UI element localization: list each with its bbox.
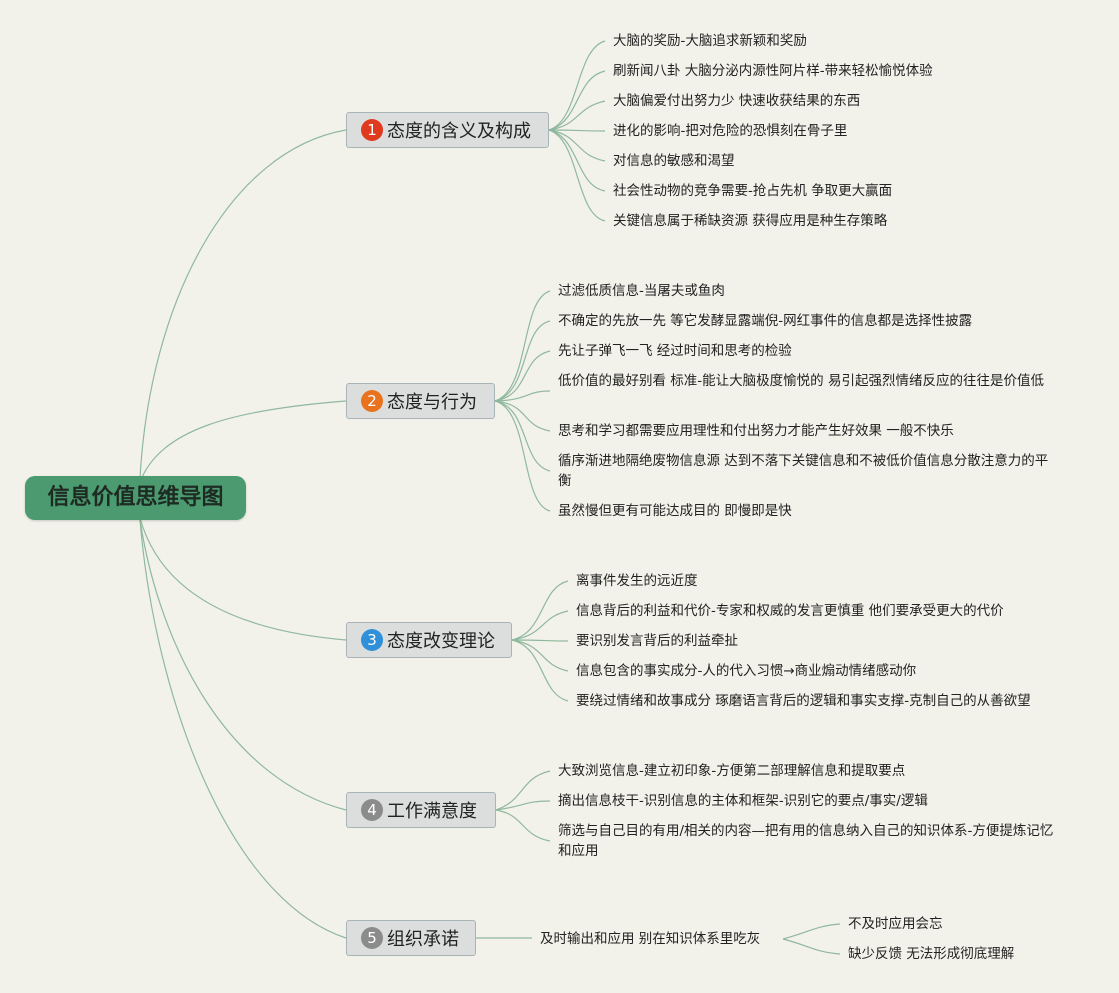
leaf-2-2[interactable]: 不确定的先放一先 等它发酵显露端倪-网红事件的信息都是选择性披露 xyxy=(558,313,973,329)
connector-root-branch-4 xyxy=(139,519,347,811)
connector-b2-leaf-7 xyxy=(494,400,551,512)
connector-b1-leaf-6 xyxy=(548,129,606,192)
subleaf-5-2[interactable]: 缺少反馈 无法形成彻底理解 xyxy=(848,946,1015,962)
connector-root-branch-5 xyxy=(139,519,347,939)
leaf-4-1[interactable]: 大致浏览信息-建立初印象-方便第二部理解信息和提取要点 xyxy=(558,763,906,779)
leaf-2-7[interactable]: 虽然慢但更有可能达成目的 即慢即是快 xyxy=(558,503,792,519)
branch-label: 态度与行为 xyxy=(387,392,477,413)
branch-label: 态度的含义及构成 xyxy=(387,121,531,142)
connector-b2-leaf-1 xyxy=(494,290,551,402)
connector-b1-leaf-3 xyxy=(548,100,606,131)
leaf-3-1[interactable]: 离事件发生的远近度 xyxy=(576,573,698,589)
connector-b1-leaf-5 xyxy=(548,129,606,162)
connector-b5-sub-2 xyxy=(782,938,841,955)
leaf-2-4[interactable]: 低价值的最好别看 标准-能让大脑极度愉悦的 易引起强烈情绪反应的往往是价值低 xyxy=(558,373,1044,389)
root-topic[interactable]: 信息价值思维导图 xyxy=(25,476,246,520)
connector-b2-leaf-6 xyxy=(494,400,551,472)
connector-b1-leaf-1 xyxy=(548,40,606,131)
branch-label: 组织承诺 xyxy=(387,929,459,950)
leaf-3-4[interactable]: 信息包含的事实成分-人的代入习惯→商业煽动情绪感动你 xyxy=(576,663,917,679)
connector-b1-leaf-2 xyxy=(548,70,606,131)
branch-1[interactable]: 1 态度的含义及构成 xyxy=(346,112,549,148)
branch-4[interactable]: 4 工作满意度 xyxy=(346,792,496,828)
branch-label: 工作满意度 xyxy=(387,801,477,822)
connector-b3-leaf-4 xyxy=(511,639,569,672)
leaf-1-5[interactable]: 对信息的敏感和渴望 xyxy=(613,153,735,169)
leaf-1-6[interactable]: 社会性动物的竞争需要-抢占先机 争取更大赢面 xyxy=(613,183,893,199)
connector-b1-leaf-7 xyxy=(548,129,606,222)
connector-b5-sub-1 xyxy=(782,923,841,940)
connector-b2-leaf-3 xyxy=(494,350,551,402)
number-badge: 3 xyxy=(361,629,383,651)
connector-b4-leaf-2 xyxy=(495,800,551,811)
connector-b2-leaf-5 xyxy=(494,400,551,432)
connector-root-branch-3 xyxy=(139,517,347,641)
leaf-3-5[interactable]: 要绕过情绪和故事成分 琢磨语言背后的逻辑和事实支撑-克制自己的从善欲望 xyxy=(576,693,1031,709)
leaf-3-2[interactable]: 信息背后的利益和代价-专家和权威的发言更慎重 他们要承受更大的代价 xyxy=(576,603,1004,619)
leaf-2-3[interactable]: 先让子弹飞一飞 经过时间和思考的检验 xyxy=(558,343,792,359)
connector-b2-leaf-2 xyxy=(494,320,551,402)
leaf-5-1[interactable]: 及时输出和应用 别在知识体系里吃灰 xyxy=(540,931,761,947)
leaf-3-3[interactable]: 要识别发言背后的利益牵扯 xyxy=(576,633,738,649)
leaf-2-6[interactable]: 循序渐进地隔绝废物信息源 达到不落下关键信息和不被低价值信息分散注意力的平衡 xyxy=(558,453,1049,489)
number-badge: 1 xyxy=(361,119,383,141)
leaf-4-2[interactable]: 摘出信息枝干-识别信息的主体和框架-识别它的要点/事实/逻辑 xyxy=(558,793,928,809)
leaf-1-7[interactable]: 关键信息属于稀缺资源 获得应用是种生存策略 xyxy=(613,213,888,229)
leaf-1-3[interactable]: 大脑偏爱付出努力少 快速收获结果的东西 xyxy=(613,93,861,109)
branch-5[interactable]: 5 组织承诺 xyxy=(346,920,476,956)
connector-b2-leaf-4 xyxy=(494,390,551,402)
leaf-2-1[interactable]: 过滤低质信息-当屠夫或鱼肉 xyxy=(558,283,725,299)
branch-3[interactable]: 3 态度改变理论 xyxy=(346,622,512,658)
leaf-1-4[interactable]: 进化的影响-把对危险的恐惧刻在骨子里 xyxy=(613,123,848,139)
connector-b3-leaf-1 xyxy=(511,580,569,641)
connector-b4-leaf-3 xyxy=(495,809,551,842)
connector-b4-leaf-1 xyxy=(495,770,551,811)
connector-root-branch-2 xyxy=(139,400,347,483)
connector-b3-leaf-2 xyxy=(511,610,569,641)
subleaf-5-1[interactable]: 不及时应用会忘 xyxy=(848,916,943,932)
number-badge: 5 xyxy=(361,927,383,949)
connector-b3-leaf-5 xyxy=(511,639,569,702)
number-badge: 2 xyxy=(361,390,383,412)
leaf-4-3[interactable]: 筛选与自己目的有用/相关的内容—把有用的信息纳入自己的知识体系-方便提炼记忆和应… xyxy=(558,823,1054,859)
connector-b3-leaf-3 xyxy=(511,639,569,642)
number-badge: 4 xyxy=(361,799,383,821)
leaf-1-1[interactable]: 大脑的奖励-大脑追求新颖和奖励 xyxy=(613,33,807,49)
leaf-2-5[interactable]: 思考和学习都需要应用理性和付出努力才能产生好效果 一般不快乐 xyxy=(558,423,954,439)
connector-b1-leaf-4 xyxy=(548,129,606,132)
leaf-1-2[interactable]: 刷新闻八卦 大脑分泌内源性阿片样-带来轻松愉悦体验 xyxy=(613,63,933,79)
branch-2[interactable]: 2 态度与行为 xyxy=(346,383,495,419)
branch-label: 态度改变理论 xyxy=(387,631,495,652)
connector-root-branch-1 xyxy=(139,129,347,479)
